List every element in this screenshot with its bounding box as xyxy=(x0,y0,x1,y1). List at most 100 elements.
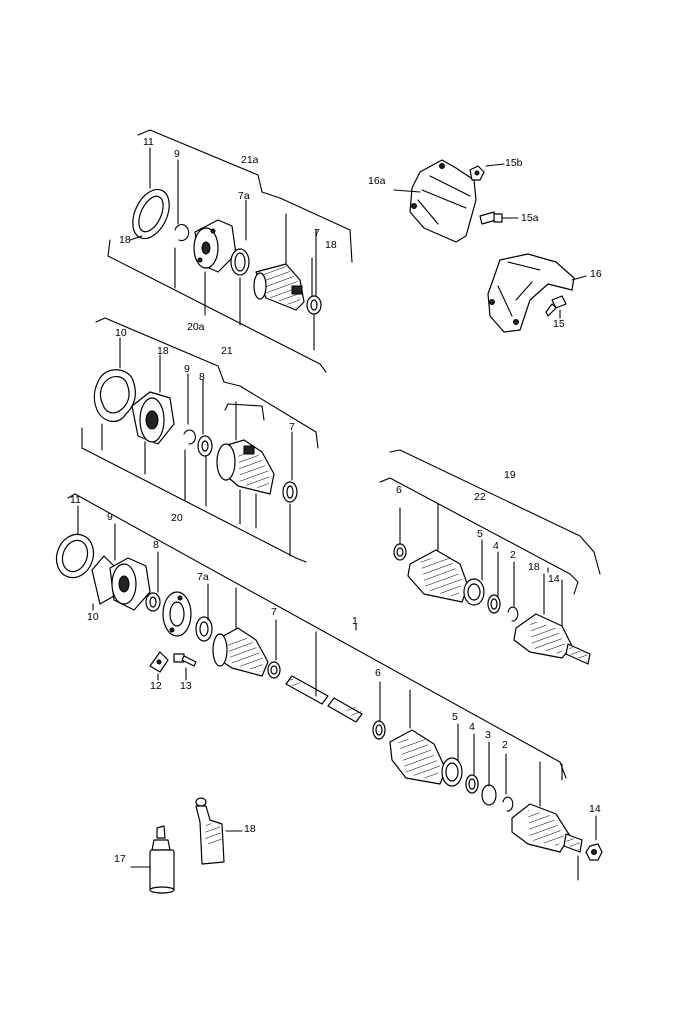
label-21a: 21a xyxy=(241,154,259,166)
label-16a: 16a xyxy=(368,175,386,187)
label-3: 3 xyxy=(485,729,491,741)
clamp-part xyxy=(230,248,250,276)
bracket-1 xyxy=(67,493,567,779)
flange-part xyxy=(91,555,151,611)
gasket-part xyxy=(132,188,170,240)
outer-boot-part xyxy=(407,549,469,603)
label-7: 7 xyxy=(314,227,320,239)
label-15: 15 xyxy=(553,318,565,330)
bracket-20 xyxy=(224,403,265,421)
label-7: 7 xyxy=(271,606,277,618)
bracket-19 xyxy=(389,449,601,575)
label-8: 8 xyxy=(199,371,205,383)
label-9: 9 xyxy=(184,363,190,375)
flange-part xyxy=(193,219,237,273)
label-9: 9 xyxy=(174,148,180,160)
label-20a: 20a xyxy=(187,321,205,333)
outer-joint-part xyxy=(511,803,583,853)
label-22: 22 xyxy=(474,491,486,503)
circlip-part xyxy=(174,224,190,242)
bracket-21 xyxy=(95,317,319,449)
label-18: 18 xyxy=(157,345,169,357)
nut-part xyxy=(585,843,603,861)
label-10: 10 xyxy=(115,327,127,339)
label-2: 2 xyxy=(510,549,516,561)
label-7a: 7a xyxy=(238,190,250,202)
circlip-part xyxy=(507,606,519,622)
label-18: 18 xyxy=(325,239,337,251)
grease-and-tube: 17 18 xyxy=(114,797,256,894)
label-5: 5 xyxy=(452,711,458,723)
label-13: 13 xyxy=(180,680,192,692)
small-clamp-part xyxy=(267,661,281,679)
group-19: 19 22 6 5 4 2 18 14 xyxy=(379,449,601,665)
washer-part xyxy=(197,435,213,457)
label-5: 5 xyxy=(477,528,483,540)
baseline-21 xyxy=(81,427,307,563)
boot-part xyxy=(216,439,275,495)
circlip-part xyxy=(183,429,196,445)
clamp-part xyxy=(282,481,298,503)
label-17: 17 xyxy=(114,853,126,865)
circlip-part xyxy=(502,796,514,812)
bracket-21a xyxy=(137,129,353,263)
label-20: 20 xyxy=(171,512,183,524)
heat-shield-part xyxy=(409,159,477,243)
label-18: 18 xyxy=(244,823,256,835)
grease-tube-part xyxy=(195,797,225,865)
label-9: 9 xyxy=(107,511,113,523)
shaft-part xyxy=(285,675,363,723)
label-18: 18 xyxy=(528,561,540,573)
nut-part xyxy=(469,165,485,181)
boot-part xyxy=(253,263,305,311)
plate-part xyxy=(162,591,192,637)
outer-joint-part xyxy=(513,613,591,665)
bracket-22 xyxy=(379,477,579,595)
flange-part xyxy=(131,391,175,445)
label-7a: 7a xyxy=(197,571,209,583)
label-4: 4 xyxy=(493,540,499,552)
clamp-part xyxy=(393,543,407,561)
bolt-part xyxy=(173,653,197,667)
label-4: 4 xyxy=(469,721,475,733)
label-14: 14 xyxy=(548,573,560,585)
clamp-part xyxy=(372,720,386,740)
outer-boot-part xyxy=(389,729,447,785)
bolt-part xyxy=(479,211,503,225)
label-19: 19 xyxy=(504,469,516,481)
bracket-plate-part xyxy=(149,651,169,673)
small-clamp-part xyxy=(306,295,322,315)
label-11: 11 xyxy=(70,494,81,506)
label-7: 7 xyxy=(289,421,295,433)
label-16: 16 xyxy=(590,268,602,280)
gasket-part xyxy=(55,533,95,579)
label-15a: 15a xyxy=(521,212,539,224)
heat-shields: 15b 16a 15a 16 15 xyxy=(368,157,602,333)
baseline-21a xyxy=(107,239,327,373)
boot-part xyxy=(212,627,269,677)
heat-shield-part xyxy=(487,253,575,333)
label-18: 18 xyxy=(119,234,131,246)
label-14: 14 xyxy=(589,803,601,815)
label-15b: 15b xyxy=(505,157,523,169)
ring-part xyxy=(487,594,501,614)
group-21: 10 18 21 9 8 7 20 xyxy=(81,317,319,563)
clamp-part xyxy=(441,757,463,787)
label-1: 1 xyxy=(352,615,358,627)
clamp-part xyxy=(195,616,213,642)
label-8: 8 xyxy=(153,539,159,551)
ring-part xyxy=(465,774,479,794)
gasket-part xyxy=(93,369,136,422)
label-2: 2 xyxy=(502,739,508,751)
label-12: 12 xyxy=(150,680,162,692)
clamp-part xyxy=(463,578,485,606)
grease-cartridge-part xyxy=(149,825,175,894)
spacer-part xyxy=(481,784,497,806)
label-21: 21 xyxy=(221,345,233,357)
label-10: 10 xyxy=(87,611,99,623)
label-6: 6 xyxy=(396,484,402,496)
label-11: 11 xyxy=(143,136,154,148)
group-21a: 11 9 21a 7a 7 18 18 20a xyxy=(107,129,353,373)
group-1: 11 9 8 7a 10 7 1 12 13 6 5 4 3 2 14 xyxy=(55,493,603,881)
